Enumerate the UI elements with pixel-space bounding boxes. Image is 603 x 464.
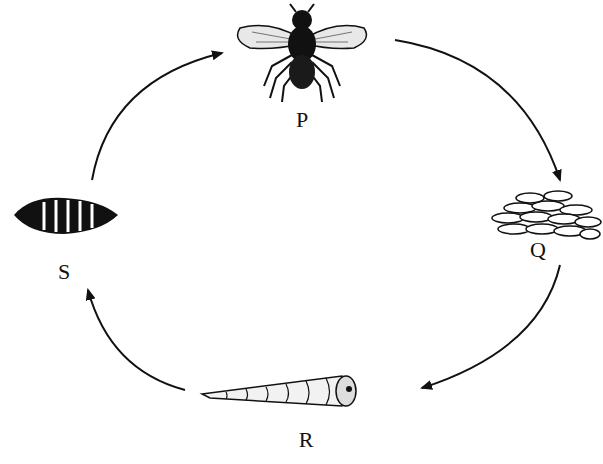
stage-label: Q xyxy=(530,239,546,261)
adult-fly xyxy=(238,4,367,102)
stage-label: R xyxy=(299,429,314,451)
stage-label: S xyxy=(58,261,70,283)
pupa xyxy=(14,198,118,234)
egg-cluster xyxy=(492,191,601,239)
stage-label: P xyxy=(296,109,308,131)
larva xyxy=(202,376,356,406)
cycle-arrows xyxy=(88,40,560,390)
